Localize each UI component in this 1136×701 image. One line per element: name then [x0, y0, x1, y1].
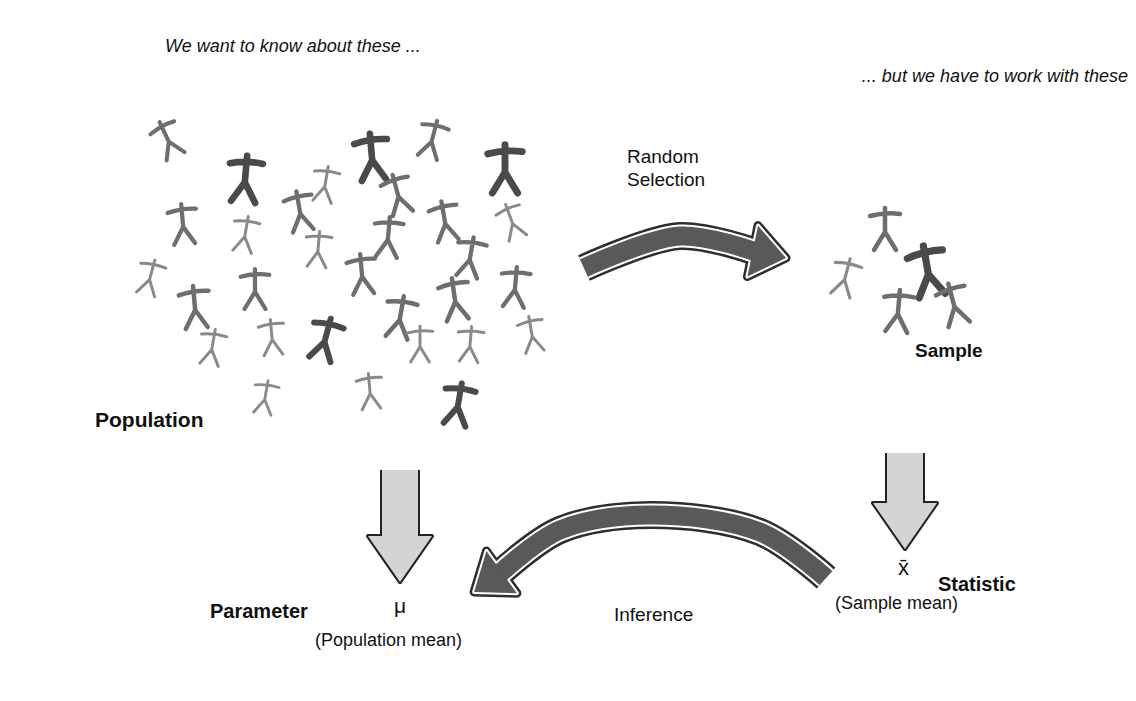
arrow-shaft	[887, 453, 923, 505]
description-label: (Population mean)	[315, 630, 462, 651]
person-figure	[437, 276, 473, 322]
arrow-head	[873, 503, 937, 549]
arrow-shaft	[500, 515, 826, 578]
arrow-head	[368, 536, 432, 582]
arrow-shaft	[584, 236, 755, 268]
person-figure	[407, 326, 433, 362]
arrow-head	[474, 551, 517, 593]
person-figure	[147, 116, 187, 162]
person-figure	[282, 189, 317, 233]
edge-label: Inference	[612, 604, 695, 627]
arrow-shaft	[382, 470, 418, 538]
description-label: (Sample mean)	[835, 593, 958, 614]
person-figure	[906, 243, 950, 299]
sample-figures	[827, 208, 973, 333]
person-figure	[881, 289, 915, 333]
person-figure	[304, 230, 333, 268]
person-figure	[827, 255, 863, 299]
arrow-shaft	[885, 453, 925, 505]
person-figure	[196, 327, 227, 367]
population-group: Population	[90, 110, 570, 460]
curved-block-arrow	[474, 515, 826, 593]
caption-note: ... but we have to work with these	[862, 66, 1128, 88]
arrow-head	[747, 226, 786, 277]
person-figure	[305, 315, 345, 363]
arrow-head	[474, 551, 517, 593]
arrow-shaft	[584, 236, 755, 268]
arrow-head	[474, 551, 517, 593]
person-figure	[356, 372, 385, 410]
person-figure	[309, 164, 340, 204]
person-figure	[346, 253, 378, 295]
arrow-head	[368, 536, 432, 582]
statistic-block: x̄ Statistic(Sample mean)	[830, 555, 1022, 620]
person-figure	[372, 216, 404, 258]
caption-note: We want to know about these ...	[165, 36, 421, 58]
term-label: Parameter	[210, 600, 308, 623]
arrow-shaft	[500, 515, 826, 578]
person-figure	[934, 280, 974, 328]
arrow-shaft	[500, 515, 826, 578]
group-label: Sample	[915, 340, 983, 362]
symbol-label: μ	[394, 594, 406, 618]
down-arrow	[873, 453, 937, 549]
symbol-label: x̄	[898, 555, 909, 580]
person-figure	[178, 285, 212, 329]
block-arrow	[584, 226, 786, 277]
person-figure	[456, 325, 485, 363]
person-figure	[870, 208, 900, 250]
person-figure	[499, 266, 531, 308]
person-figure	[167, 203, 199, 245]
population-figures	[133, 116, 547, 427]
parameter-block: Parameter μ (Population mean)	[205, 592, 468, 657]
person-figure	[133, 257, 167, 298]
arrow-head	[873, 503, 937, 549]
person-figure	[494, 200, 530, 242]
sample-group: Sample	[790, 200, 1005, 445]
person-figure	[488, 145, 523, 193]
term-label: Statistic	[938, 573, 1016, 596]
group-label: Population	[95, 408, 204, 432]
arrow-shaft	[584, 236, 755, 268]
person-figure	[379, 171, 417, 217]
person-figure	[229, 214, 260, 254]
person-figure	[241, 269, 270, 309]
arrow-shaft	[380, 470, 420, 538]
arrow-head	[747, 226, 786, 277]
person-figure	[427, 199, 462, 243]
person-figure	[250, 379, 279, 416]
person-figure	[414, 117, 450, 161]
edge-label: Random Selection	[625, 146, 739, 192]
down-arrow	[368, 470, 432, 582]
person-figure	[440, 381, 477, 428]
person-figure	[227, 154, 264, 203]
person-figure	[258, 318, 287, 356]
person-figure	[353, 132, 390, 181]
person-figure	[453, 235, 488, 279]
person-figure	[382, 294, 419, 341]
person-figure	[516, 314, 547, 354]
arrow-head	[747, 226, 786, 277]
